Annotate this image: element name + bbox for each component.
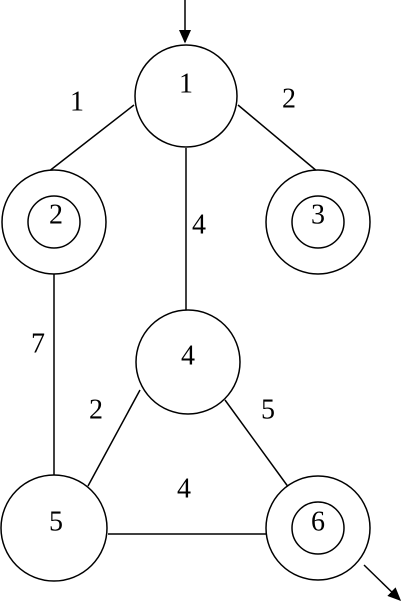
edge-label-1-4: 4 bbox=[192, 209, 206, 240]
node-1-label: 1 bbox=[179, 68, 193, 99]
node-3: 3 bbox=[265, 169, 371, 275]
edge-4-6 bbox=[224, 399, 290, 489]
edge-label-5-6: 4 bbox=[177, 473, 191, 504]
node-1: 1 bbox=[134, 44, 238, 148]
exit-arrow bbox=[363, 564, 402, 602]
node-4: 4 bbox=[135, 309, 241, 415]
node-3-label: 3 bbox=[311, 199, 325, 230]
node-6-label: 6 bbox=[311, 506, 325, 537]
edge-label-4-6: 5 bbox=[261, 394, 275, 425]
node-6: 6 bbox=[265, 475, 371, 581]
edge-label-1-3: 2 bbox=[282, 83, 296, 114]
node-2: 2 bbox=[1, 169, 107, 275]
edge-label-4-5: 2 bbox=[89, 394, 103, 425]
node-2-label: 2 bbox=[49, 199, 63, 230]
edge-1-3 bbox=[237, 104, 319, 173]
node-4-label: 4 bbox=[181, 340, 195, 371]
edge-label-1-2: 1 bbox=[70, 86, 84, 117]
edge-1-2 bbox=[47, 104, 135, 173]
edge-4-5 bbox=[87, 389, 141, 487]
edge-label-2-5: 7 bbox=[31, 328, 45, 359]
node-5-label: 5 bbox=[49, 506, 63, 537]
node-5: 5 bbox=[0, 474, 108, 582]
